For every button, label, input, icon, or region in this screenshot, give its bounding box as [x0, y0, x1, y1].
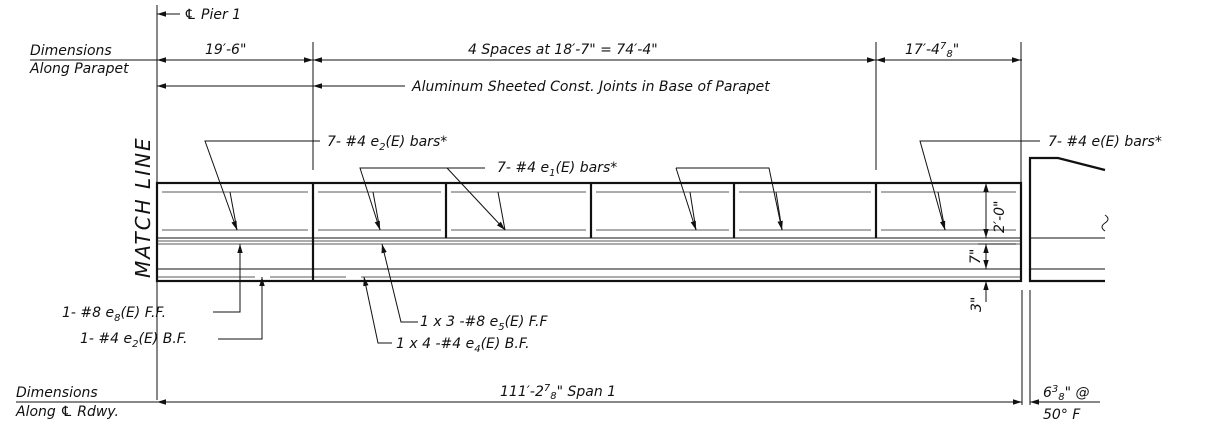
dim-2-0: 2′-0"	[992, 201, 1008, 233]
bar-leaders-top	[204, 140, 1040, 231]
adjacent-parapet	[1028, 156, 1109, 283]
vertical-dimensions	[978, 183, 1016, 302]
span-dimension: 111′-278" Span 1	[500, 383, 616, 402]
bars-e-label: 7- #4 e(E) bars*	[1048, 134, 1162, 150]
dim-19-6: 19′-6"	[205, 42, 246, 58]
extension-lines	[312, 42, 1023, 405]
dims-parapet-label-1: Dimensions	[30, 43, 112, 59]
dims-rdwy-label-2: Along ℄ Rdwy.	[15, 404, 119, 420]
parapet-elevation	[155, 181, 1023, 283]
gap-temperature: 50° F	[1043, 407, 1081, 423]
dims-rdwy-label-1: Dimensions	[16, 385, 98, 401]
bars-e2-bf-label: 1- #4 e2(E) B.F.	[80, 331, 187, 350]
dim-3: 3"	[969, 297, 985, 312]
bars-e8-label: 1- #8 e8(E) F.F.	[62, 305, 166, 324]
bars-e2-label: 7- #4 e2(E) bars*	[327, 134, 447, 153]
dim-4-spaces: 4 Spaces at 18′-7" = 74′-4"	[468, 42, 658, 58]
dims-parapet-label-2: Along Parapet	[29, 61, 129, 77]
pier-label: ℄ Pier 1	[184, 7, 241, 23]
gap-dimension	[1029, 290, 1100, 405]
aluminum-joints-note: Aluminum Sheeted Const. Joints in Base o…	[411, 79, 770, 95]
bars-e4-label: 1 x 4 -#4 e4(E) B.F.	[396, 336, 530, 355]
dim-17-4: 17′-478"	[905, 41, 959, 60]
match-line-label: MATCH LINE	[131, 136, 155, 278]
bar-leaders-bottom	[213, 243, 418, 344]
bars-e5-label: 1 x 3 -#8 e5(E) F.F	[420, 314, 548, 333]
gap-dimension-label: 638" @	[1043, 384, 1090, 403]
dim-7: 7"	[968, 249, 984, 264]
bars-e1-label: 7- #4 e1(E) bars*	[497, 160, 617, 179]
